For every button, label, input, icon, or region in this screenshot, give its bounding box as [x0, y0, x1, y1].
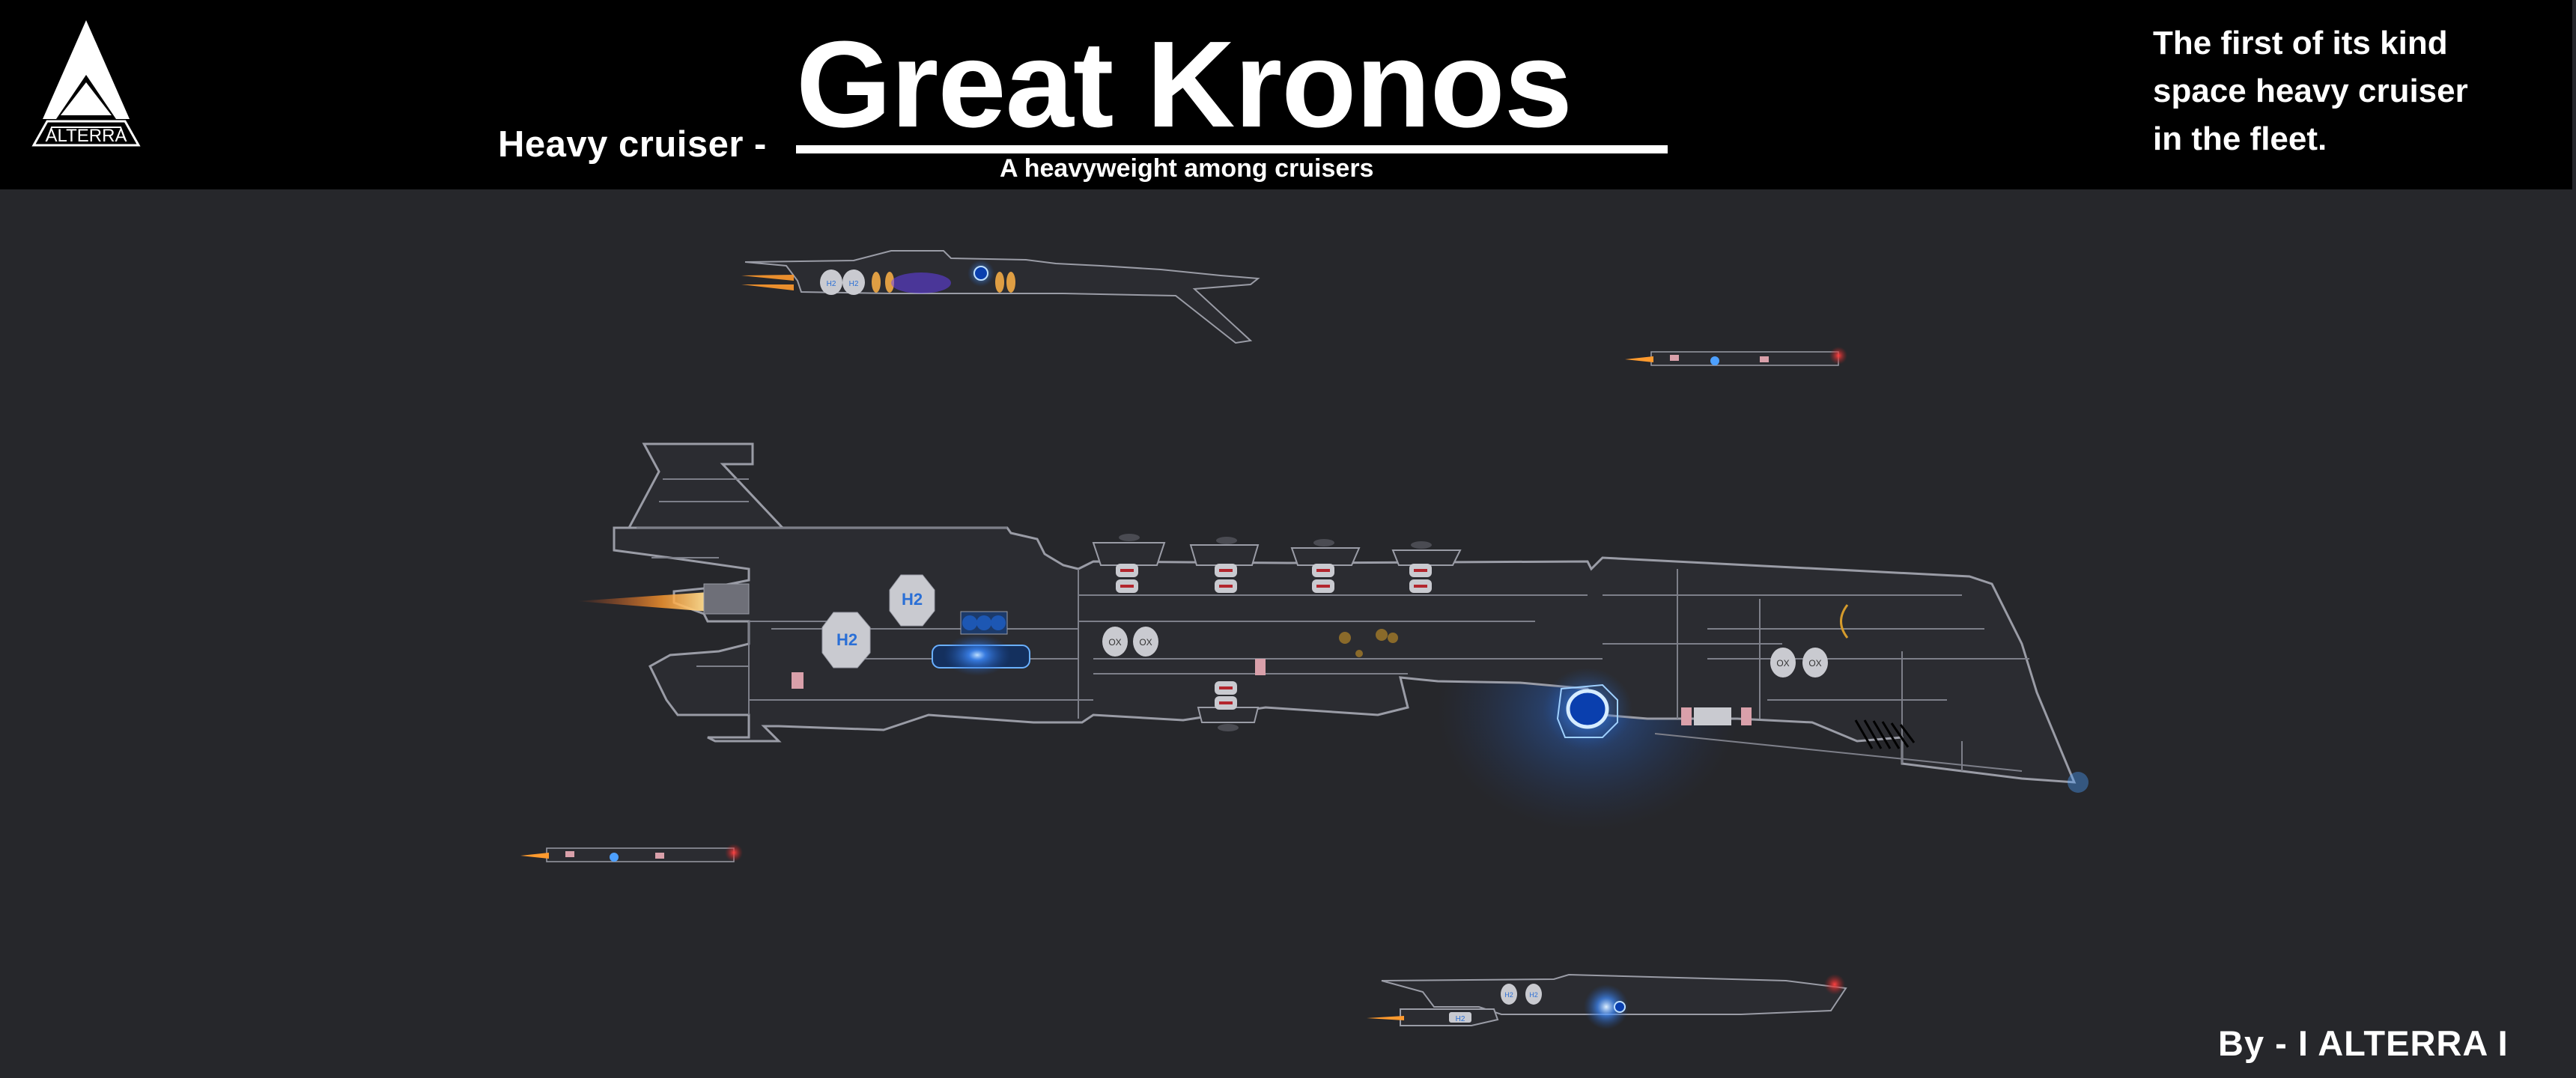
page-subtitle: A heavyweight among cruisers — [1000, 154, 1374, 183]
svg-text:H2: H2 — [1456, 1015, 1465, 1023]
tagline: The first of its kind space heavy cruise… — [2153, 19, 2468, 163]
svg-text:OX: OX — [1776, 658, 1789, 669]
svg-text:H2: H2 — [1529, 991, 1538, 999]
ship-class-label: Heavy cruiser - — [498, 124, 767, 165]
author-signature: By - I ALTERRA I — [2218, 1023, 2509, 1063]
svg-text:OX: OX — [1808, 658, 1821, 669]
escort-corvette-right — [1625, 344, 1865, 374]
escort-ship-bottom: H2 H2 H2 — [1367, 966, 1861, 1048]
tank-label: H2 — [836, 630, 857, 649]
reactor-glow — [944, 634, 1011, 676]
header-banner: ALTERRA Heavy cruiser - Great Kronos A h… — [0, 0, 2572, 189]
page-title: Great Kronos — [796, 16, 1573, 153]
svg-text:OX: OX — [1108, 637, 1121, 648]
warp-ring — [1566, 689, 1609, 729]
h2-tanks: H2 H2 — [821, 574, 935, 669]
tank-label: H2 — [902, 590, 923, 609]
logo-brand-text: ALTERRA — [46, 126, 127, 146]
svg-text:H2: H2 — [1504, 991, 1513, 999]
svg-text:OX: OX — [1139, 637, 1152, 648]
ox-tanks: OX OX OX OX — [1102, 627, 1828, 677]
tagline-line: The first of its kind — [2153, 25, 2448, 61]
escort-corvette-left — [520, 842, 760, 872]
title-underline — [796, 145, 1668, 153]
tagline-line: space heavy cruiser — [2153, 73, 2468, 109]
turret-pods — [1092, 534, 1462, 731]
escort-ship-top: H2 H2 — [741, 240, 1281, 344]
svg-text:H2: H2 — [827, 280, 836, 288]
engine-exhaust — [577, 591, 719, 612]
alterra-triangle-logo-icon: ALTERRA — [31, 20, 141, 147]
svg-text:H2: H2 — [849, 280, 859, 288]
tagline-line: in the fleet. — [2153, 121, 2327, 157]
bridge-tower — [627, 442, 786, 529]
